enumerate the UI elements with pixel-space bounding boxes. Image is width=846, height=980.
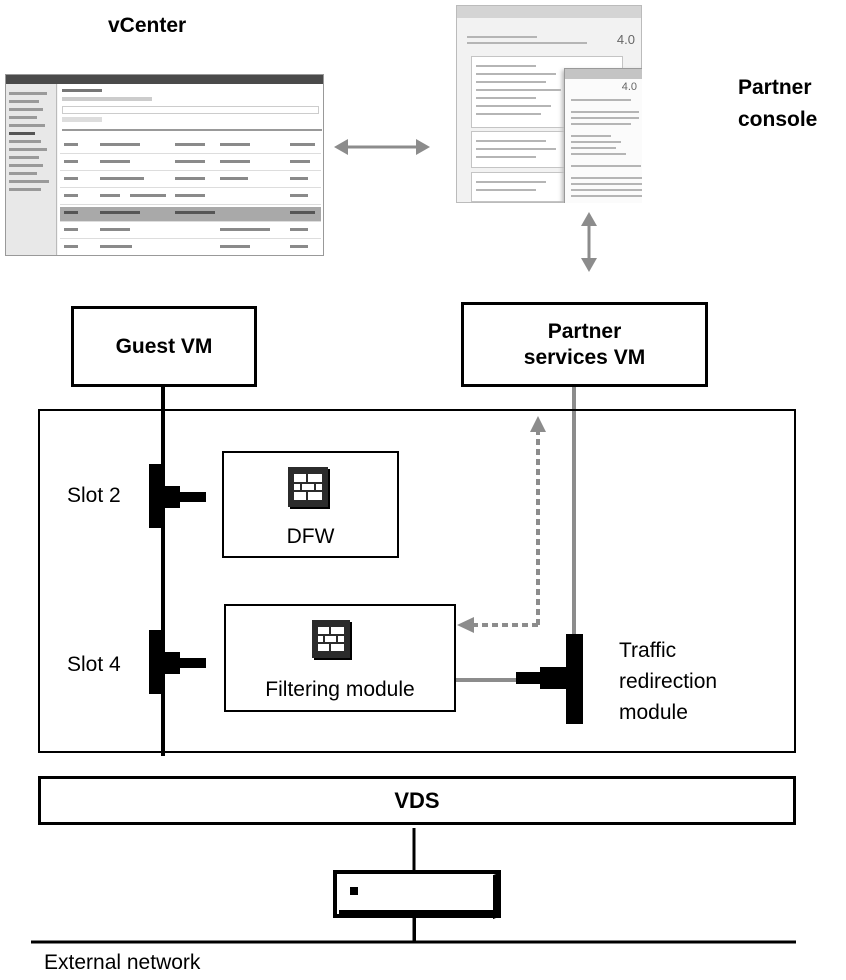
vds-label: VDS [394, 787, 440, 813]
traffic-redirection-connector [516, 634, 583, 724]
firewall-brick-icon [288, 467, 328, 507]
partner-console-title-line1: Partner [738, 76, 812, 99]
vcenter-screenshot [5, 74, 324, 256]
firewall-brick-icon [312, 620, 350, 658]
partner-console-title-line2: console [738, 108, 818, 131]
partner-services-vm-line1: Partner [547, 319, 622, 343]
traffic-redirection-line3: module [619, 701, 688, 724]
guest-vm-label: Guest VM [115, 334, 213, 358]
slot4-label: Slot 4 [67, 653, 121, 676]
console-svm-double-arrow [581, 212, 597, 272]
partner-console-screenshot: 4.0 4.0 [456, 5, 642, 203]
filtering-module-label: Filtering module [265, 678, 415, 701]
guest-vm-box: Guest VM [71, 306, 257, 387]
dfw-label: DFW [286, 525, 335, 548]
partner-console-version: 4.0 [616, 32, 635, 47]
device-uplink-stub [413, 916, 416, 942]
slot4-connector [149, 630, 206, 694]
dotted-return-path [457, 416, 546, 633]
vcenter-titlebar [6, 75, 323, 84]
hypervisor-container [38, 409, 796, 753]
partner-services-vm-box: Partner services VM [461, 302, 708, 387]
traffic-redirection-line1: Traffic [619, 639, 677, 662]
traffic-redirection-line2: redirection [619, 670, 718, 693]
vds-bar: VDS [38, 776, 796, 825]
dfw-box: DFW [222, 451, 399, 558]
partner-console-title: Partner console [738, 72, 817, 136]
partner-console-version-front: 4.0 [621, 81, 637, 93]
partner-console-front-window: 4.0 [564, 68, 642, 203]
slot2-label: Slot 2 [67, 484, 121, 507]
partner-services-vm-line2: services VM [523, 345, 646, 369]
network-switch-icon [333, 870, 501, 920]
traffic-redirection-label: Traffic redirection module [619, 635, 717, 728]
external-network-label: External network [44, 951, 201, 974]
vcenter-sidebar [6, 84, 57, 255]
slot2-connector [149, 464, 206, 528]
filtering-module-box: Filtering module [224, 604, 456, 712]
vcenter-console-double-arrow [334, 139, 430, 155]
vcenter-rules-table [58, 84, 323, 255]
vcenter-title: vCenter [108, 14, 187, 37]
